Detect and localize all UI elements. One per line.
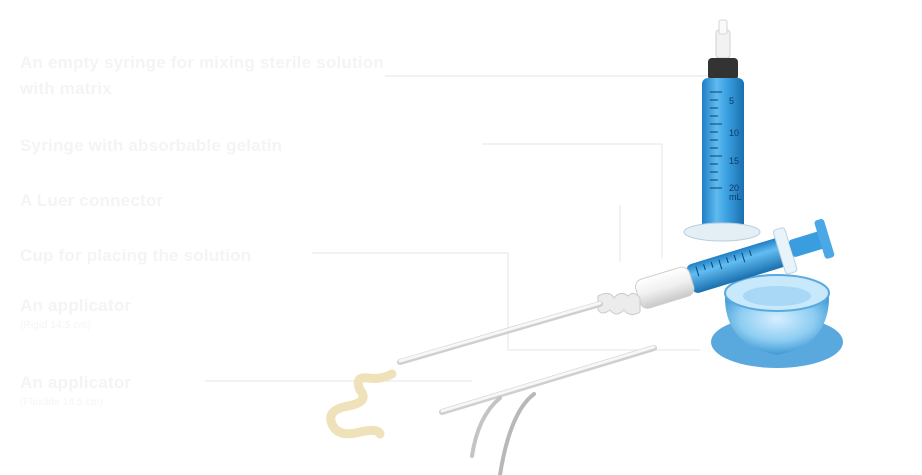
flexible-applicator-note: (Flexible 14.5 cm): [20, 397, 104, 408]
rigid-applicator: [397, 301, 603, 365]
flexible-applicator-title: An applicator: [20, 373, 132, 392]
rigid-applicator-note: (Rigid 14.5 cm): [20, 320, 91, 331]
scale-15: 15: [729, 156, 739, 166]
label-cup: Cup for placing the solution: [20, 246, 252, 265]
label-luer-connector: A Luer connector: [20, 191, 164, 210]
extruded-gelatin: [326, 369, 397, 439]
scale-5: 5: [729, 96, 734, 106]
cup: [711, 274, 843, 368]
label-rigid-applicator: An applicator (Rigid 14.5 cm): [20, 293, 131, 333]
label-flexible-applicator: An applicator (Flexible 14.5 cm): [20, 370, 131, 410]
luer-connector: [597, 292, 641, 316]
empty-syringe: 5 10 15 20 mL: [683, 19, 761, 242]
flexible-applicator: [439, 345, 657, 475]
scale-10: 10: [729, 128, 739, 138]
leader-lines: [205, 75, 712, 382]
rigid-applicator-title: An applicator: [20, 296, 132, 315]
label-empty-syringe: An empty syringe for mixing sterile solu…: [20, 53, 384, 98]
scale-ml: mL: [729, 192, 742, 202]
label-gelatin-syringe: Syringe with absorbable gelatin: [20, 136, 283, 155]
scale-20: 20: [729, 183, 739, 193]
